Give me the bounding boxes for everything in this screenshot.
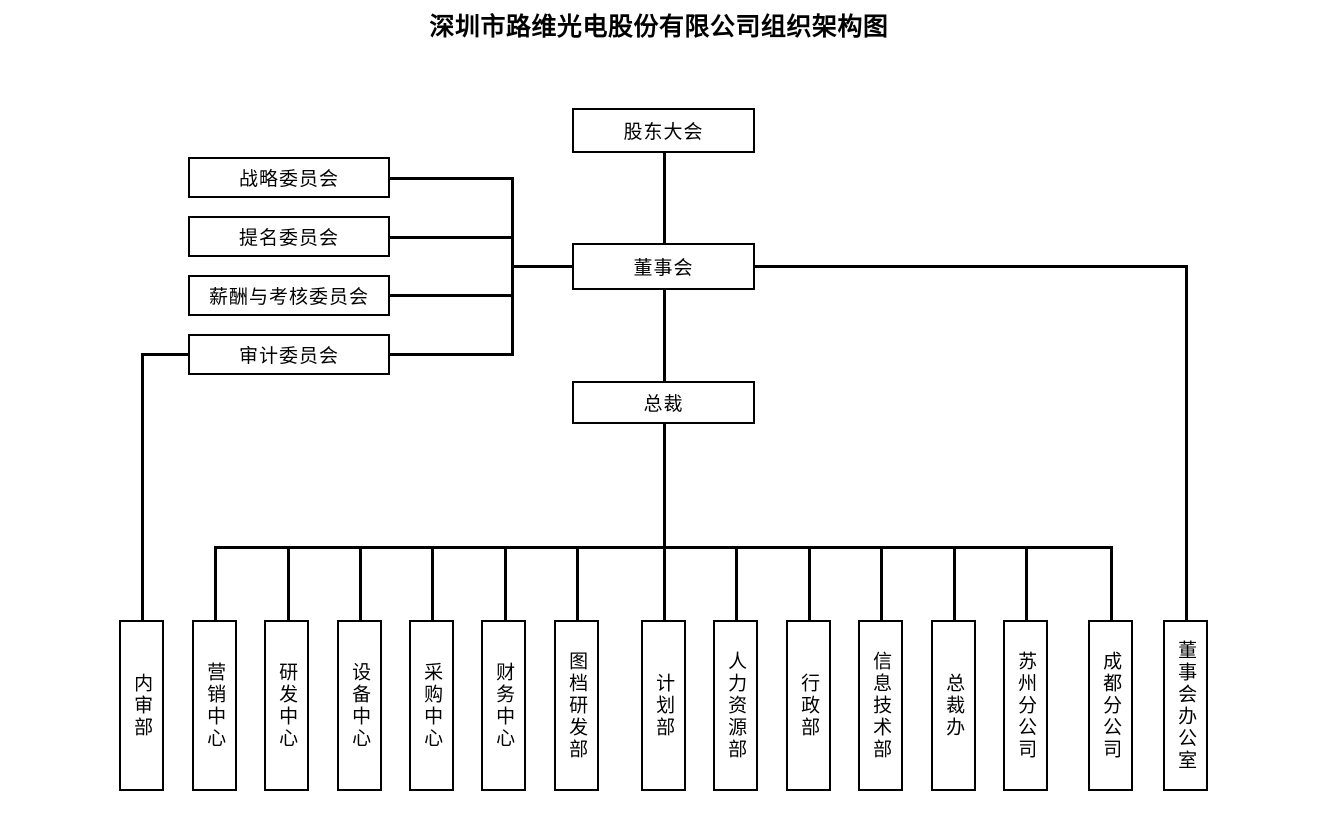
node-president-office[interactable]: 总裁办	[931, 620, 976, 791]
node-label: 提名委员会	[238, 227, 339, 249]
connector-bus-drop-procurement-center	[431, 546, 434, 621]
connector-bus-drop-drawing-rd-dept	[576, 546, 579, 621]
connector-bus-drop-hr-dept	[735, 546, 738, 621]
node-label: 采购中心	[421, 661, 444, 750]
node-it-dept[interactable]: 信息技术部	[858, 620, 903, 791]
connector-bus-drop-equipment-center	[359, 546, 362, 621]
connector-bus-drop-it-dept	[880, 546, 883, 621]
connector-bus-drop-planning-dept	[663, 546, 666, 621]
node-suzhou-branch[interactable]: 苏州分公司	[1003, 620, 1048, 791]
node-label: 计划部	[653, 672, 676, 739]
node-label: 内审部	[131, 672, 154, 739]
connector-bus-drop-marketing-center	[214, 546, 217, 621]
node-board-of-directors[interactable]: 董事会	[572, 243, 755, 290]
node-label: 信息技术部	[870, 650, 893, 761]
node-strategy-committee[interactable]: 战略委员会	[188, 157, 390, 198]
connector-bus-drop-president-office	[953, 546, 956, 621]
node-hr-dept[interactable]: 人力资源部	[713, 620, 758, 791]
node-nomination-committee[interactable]: 提名委员会	[188, 216, 390, 257]
node-label: 董事会	[633, 257, 694, 279]
connector-spine-to-board	[511, 265, 573, 268]
node-label: 总裁	[643, 393, 684, 415]
node-label: 图档研发部	[566, 650, 589, 761]
node-drawing-rd-dept[interactable]: 图档研发部	[554, 620, 599, 791]
node-audit-committee[interactable]: 审计委员会	[188, 334, 390, 375]
node-label: 研发中心	[276, 661, 299, 750]
page-title: 深圳市路维光电股份有限公司组织架构图	[429, 12, 889, 41]
node-label: 人力资源部	[725, 650, 748, 761]
node-label: 股东大会	[623, 121, 704, 143]
node-label: 董事会办公室	[1175, 639, 1198, 772]
node-label: 设备中心	[349, 661, 372, 750]
connector-bus-drop-finance-center	[504, 546, 507, 621]
node-label: 总裁办	[943, 672, 966, 739]
node-label: 财务中心	[493, 661, 516, 750]
node-chengdu-branch[interactable]: 成都分公司	[1088, 620, 1133, 791]
node-label: 苏州分公司	[1015, 650, 1038, 761]
node-label: 薪酬与考核委员会	[208, 286, 369, 308]
node-president[interactable]: 总裁	[572, 381, 755, 424]
node-label: 审计委员会	[238, 345, 339, 367]
node-remuneration-committee[interactable]: 薪酬与考核委员会	[188, 275, 390, 316]
node-board-office[interactable]: 董事会办公室	[1163, 620, 1208, 791]
connector-bus-drop-admin-dept	[808, 546, 811, 621]
connector-remuneration-committee	[390, 294, 514, 297]
connector-bus-drop-suzhou-branch	[1025, 546, 1028, 621]
node-label: 成都分公司	[1100, 650, 1123, 761]
node-equipment-center[interactable]: 设备中心	[337, 620, 382, 791]
connector-strategy-committee	[390, 177, 514, 180]
node-marketing-center[interactable]: 营销中心	[192, 620, 237, 791]
node-rd-center[interactable]: 研发中心	[264, 620, 309, 791]
connector-audit-to-internal-audit-v	[141, 353, 144, 621]
node-finance-center[interactable]: 财务中心	[481, 620, 526, 791]
node-planning-dept[interactable]: 计划部	[641, 620, 686, 791]
connector-president-to-bus	[663, 424, 666, 547]
connector-bus-drop-chengdu-branch	[1110, 546, 1113, 621]
connector-board-to-president	[663, 290, 666, 381]
connector-board-to-board-office-h	[754, 265, 1188, 268]
node-label: 行政部	[798, 672, 821, 739]
connector-shareholders-to-board	[663, 153, 666, 243]
node-procurement-center[interactable]: 采购中心	[409, 620, 454, 791]
node-label: 营销中心	[204, 661, 227, 750]
node-admin-dept[interactable]: 行政部	[786, 620, 831, 791]
connector-board-to-board-office-v	[1185, 265, 1188, 621]
connector-bus-drop-rd-center	[287, 546, 290, 621]
connector-nomination-committee	[390, 236, 514, 239]
connector-audit-to-internal-audit-h	[141, 353, 190, 356]
connector-audit-committee	[390, 353, 514, 356]
node-internal-audit-dept[interactable]: 内审部	[119, 620, 164, 791]
node-shareholders-meeting[interactable]: 股东大会	[572, 108, 755, 153]
node-label: 战略委员会	[238, 168, 339, 190]
